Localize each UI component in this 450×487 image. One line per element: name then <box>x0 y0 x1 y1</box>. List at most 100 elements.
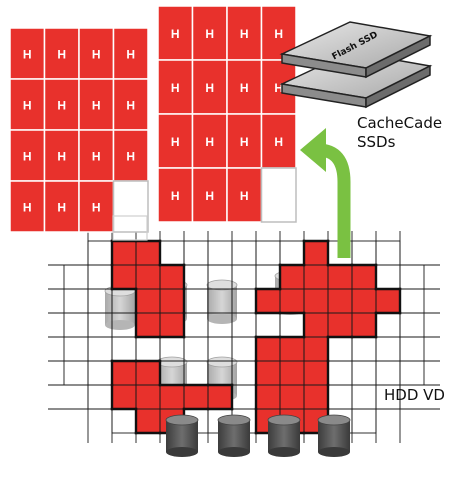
hdd-hot-cell <box>112 361 136 385</box>
grid-cell <box>183 288 209 314</box>
green-arrow-icon <box>300 128 351 258</box>
hot-cell-label: H <box>92 150 101 164</box>
grid-cell <box>63 288 89 314</box>
hdd-hot-cell <box>256 361 280 385</box>
hot-cell-label: H <box>274 135 283 149</box>
hot-cell-label: H <box>171 81 180 95</box>
grid-cell <box>255 312 281 338</box>
grid-cell <box>399 312 425 338</box>
hot-cell-label: H <box>240 27 249 41</box>
hot-cell-label: H <box>171 189 180 203</box>
hdd-hot-cell <box>136 385 160 409</box>
grid-cell <box>375 264 401 290</box>
hdd-hot-cell <box>304 241 328 265</box>
hot-cell-label: H <box>23 201 32 215</box>
hot-cell-label: H <box>57 201 66 215</box>
grid-cell <box>87 384 113 410</box>
grid-cell <box>375 312 401 338</box>
cache-hot-cell: H <box>191 59 228 115</box>
grid-cell <box>183 336 209 362</box>
cache-empty-cell <box>260 167 297 223</box>
cache-hot-cell: H <box>78 180 115 233</box>
cache-hot-cell: H <box>78 78 115 131</box>
hot-cell-label: H <box>240 135 249 149</box>
hot-cell-label: H <box>92 201 101 215</box>
cache-hot-cell: H <box>9 78 46 131</box>
hdd-hot-cell <box>112 241 136 265</box>
grid-cell <box>375 240 401 266</box>
cache-hot-cell: H <box>191 167 228 223</box>
hot-cell-label: H <box>274 81 283 95</box>
cache-hot-cell: H <box>112 78 149 131</box>
grid-cell <box>351 384 377 410</box>
hdd-hot-cell <box>136 409 160 433</box>
grid-cell <box>399 288 425 314</box>
hdd-hot-cell <box>160 289 184 313</box>
grid-cell <box>327 384 353 410</box>
hdd-hot-cell <box>352 265 376 289</box>
grid-cell <box>63 312 89 338</box>
grid-cell <box>87 360 113 386</box>
grid-cell <box>111 408 137 434</box>
grid-cell <box>375 360 401 386</box>
grid-cell <box>63 360 89 386</box>
hot-cell-label: H <box>126 48 135 62</box>
hot-cell-label: H <box>274 27 283 41</box>
cache-hot-cell: H <box>191 113 228 169</box>
hdd-hot-cell <box>280 289 304 313</box>
grid-cell <box>399 360 425 386</box>
hot-cell-label: H <box>57 48 66 62</box>
hot-cluster-outline <box>110 239 402 435</box>
hdd-hot-cell <box>112 265 136 289</box>
hot-cell-label: H <box>126 150 135 164</box>
cache-hot-cell: H <box>112 129 149 182</box>
cache-hot-cell: H <box>43 129 80 182</box>
grid-cell <box>351 240 377 266</box>
cache-hot-cell: H <box>226 5 263 61</box>
grid-cell <box>351 336 377 362</box>
grid-cell <box>159 240 185 266</box>
hdd-hot-cell <box>136 361 160 385</box>
hdd-hot-cell <box>280 385 304 409</box>
cache-hot-cell: H <box>157 5 194 61</box>
grid-cell <box>327 360 353 386</box>
hdd-hot-cell <box>328 265 352 289</box>
grid-cell <box>231 240 257 266</box>
grid-cell <box>87 336 113 362</box>
hot-cell-label: H <box>23 150 32 164</box>
disk-cylinder-icon <box>317 414 351 457</box>
hot-cell-label: H <box>171 135 180 149</box>
hdd-hot-cell <box>256 337 280 361</box>
cache-hot-cell: H <box>112 27 149 80</box>
hdd-virtual-drive-grid <box>48 231 440 443</box>
grid-cell <box>63 264 89 290</box>
grid-cell <box>327 336 353 362</box>
hdd-hot-cell <box>208 385 232 409</box>
hdd-hot-cell <box>160 313 184 337</box>
hdd-hot-cell <box>160 385 184 409</box>
grid-cell <box>111 336 137 362</box>
hot-cell-label: H <box>240 81 249 95</box>
hot-cell-label: H <box>23 99 32 113</box>
hdd-hot-cell <box>280 337 304 361</box>
hdd-hot-cell <box>136 289 160 313</box>
hot-cell-label: H <box>23 48 32 62</box>
flash-ssd-icon: Flash SSD <box>279 21 433 109</box>
disk-cylinder-icon <box>104 285 136 330</box>
cache-hot-cell: H <box>260 113 297 169</box>
hdd-vd-label: HDD VD <box>384 386 445 404</box>
disk-cylinder-icon <box>165 414 199 457</box>
hdd-hot-cell <box>256 289 280 313</box>
hot-cell-label: H <box>205 27 214 41</box>
hdd-hot-cell <box>280 361 304 385</box>
grid-cell <box>183 240 209 266</box>
cachecade-title: CacheCade <box>357 114 443 132</box>
grid-cell <box>375 336 401 362</box>
hdd-hot-cell <box>352 289 376 313</box>
cache-hot-cell: H <box>43 27 80 80</box>
hdd-hot-cell <box>136 313 160 337</box>
grid-cell <box>87 264 113 290</box>
